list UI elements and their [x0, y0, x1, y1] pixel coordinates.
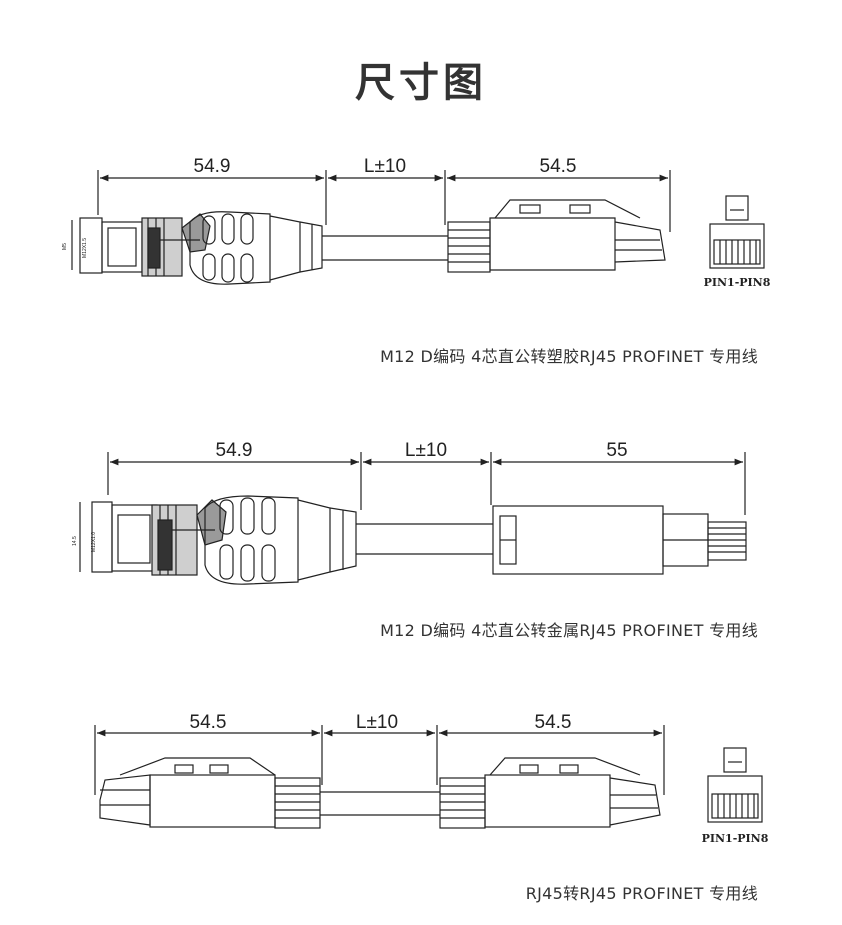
pin-view-1: PIN1-PIN8: [704, 195, 771, 289]
pin-view-3: PIN1-PIN8: [702, 747, 769, 845]
dim-2-left: 54.9: [216, 440, 253, 461]
side-label-2b: M12X1.0: [91, 532, 97, 552]
dimension-lines-2: [107, 452, 746, 515]
rj45-plug-1: [489, 199, 666, 271]
m12-connector-2: [91, 499, 227, 576]
caption-diagram-2: M12 D编码 4芯直公转金属RJ45 PROFINET 专用线: [380, 621, 758, 640]
pin-label-1: PIN1-PIN8: [704, 276, 771, 289]
dim-1-middle: L±10: [364, 156, 406, 177]
boot-2: [204, 495, 357, 585]
boot-1: [189, 211, 323, 285]
strain-relief-1: [447, 221, 491, 273]
dim-1-right: 54.5: [540, 156, 577, 177]
side-label-1a: M5: [62, 243, 68, 250]
diagram-3: 54.5 L±10 54.5: [94, 712, 769, 845]
strain-relief-3-right: [439, 777, 486, 829]
side-label-2a: 14.5: [72, 536, 78, 546]
side-label-1b: M12X1.5: [82, 238, 88, 258]
diagram-2: 54.9 L±10 55 14.5 M12X1.0: [72, 440, 747, 585]
dim-1-left: 54.9: [194, 156, 231, 177]
caption-diagram-3: RJ45转RJ45 PROFINET 专用线: [525, 884, 758, 903]
dimension-lines-1: [97, 170, 671, 232]
dim-2-right: 55: [606, 440, 627, 461]
page-title: 尺寸图: [355, 60, 487, 106]
rj45-plug-3-left: [99, 757, 276, 828]
rj45-metal-plug-2: [492, 505, 747, 575]
strain-relief-3-left: [274, 777, 321, 829]
caption-diagram-1: M12 D编码 4芯直公转塑胶RJ45 PROFINET 专用线: [380, 347, 758, 366]
dim-2-middle: L±10: [405, 440, 447, 461]
dim-3-middle: L±10: [356, 712, 398, 733]
dimension-lines-3: [94, 725, 665, 795]
dim-3-right: 54.5: [535, 712, 572, 733]
diagram-1: 54.9 L±10 54.5 M5 M12X1.5: [62, 156, 771, 289]
rj45-plug-3-right: [484, 757, 661, 828]
pin-label-3: PIN1-PIN8: [702, 832, 769, 845]
dim-3-left: 54.5: [190, 712, 227, 733]
